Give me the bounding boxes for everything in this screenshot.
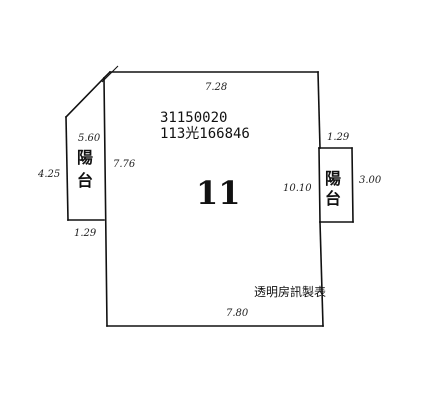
left-balcony-top-dim: 5.60 <box>78 133 101 144</box>
right-balcony-side-dim: 3.00 <box>359 175 382 186</box>
permit-number: 113光166846 <box>160 126 250 142</box>
left-balcony-label-line1: 陽 <box>77 148 93 167</box>
left-balcony-slant-wall <box>64 76 106 119</box>
left-balcony-side-dim: 4.25 <box>37 169 60 180</box>
right-balcony-outer-wall <box>351 147 354 223</box>
main-room <box>101 65 324 327</box>
main-room-right-height: 10.10 <box>283 183 312 194</box>
main-room-left-wall <box>103 77 108 327</box>
credit-label: 透明房訊製表 <box>254 284 326 299</box>
left-balcony-bottom-dim: 1.29 <box>74 228 97 239</box>
main-room-top-left-diagonal <box>101 65 119 83</box>
left-balcony <box>64 76 106 221</box>
main-room-top-width: 7.28 <box>205 82 227 93</box>
right-balcony <box>318 147 354 223</box>
parcel-number: 31150020 <box>160 110 227 126</box>
main-room-bottom-width: 7.80 <box>226 308 249 319</box>
main-room-right-wall <box>317 71 321 149</box>
left-balcony-label-line2: 台 <box>77 171 93 190</box>
right-balcony-inner-wall <box>318 147 321 223</box>
main-room-right-wall-lower <box>319 221 324 327</box>
right-balcony-label-line2: 台 <box>325 189 341 208</box>
right-balcony-top-dim: 1.29 <box>327 132 350 143</box>
main-room-top-left-corner <box>102 70 112 80</box>
right-balcony-label-line1: 陽 <box>325 169 341 188</box>
main-room-left-height: 7.76 <box>113 159 136 170</box>
left-balcony-outer-wall <box>65 116 69 221</box>
unit-number: 11 <box>196 174 241 212</box>
